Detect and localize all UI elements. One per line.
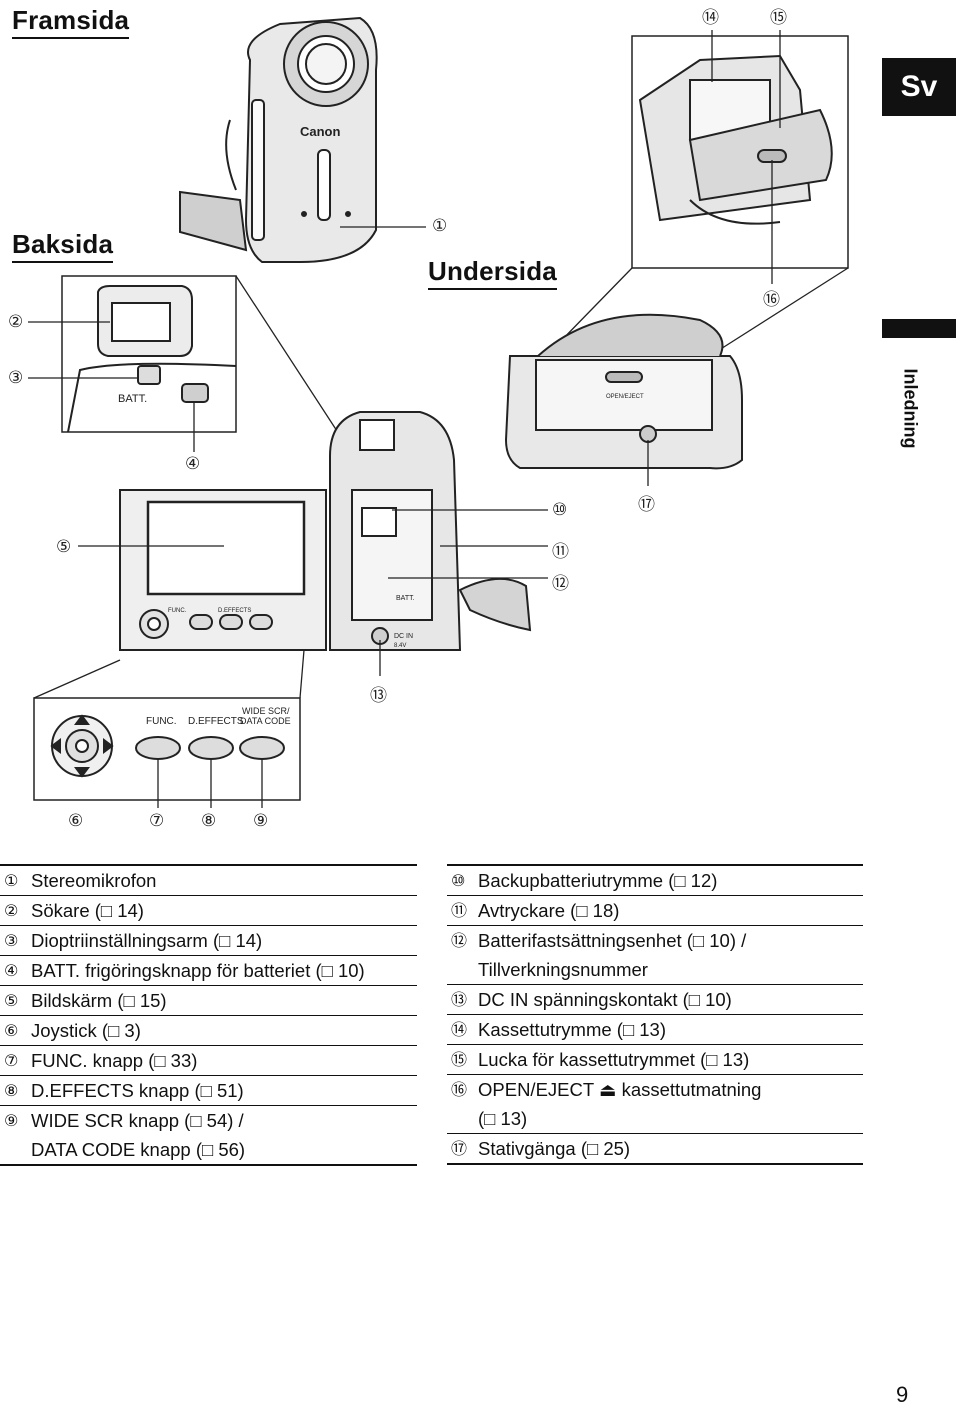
widescr-label-2: DATA CODE [240,716,291,726]
callout-16: ⑯ [763,290,780,310]
canon-logo: Canon [300,124,341,139]
language-tab: Sv [882,58,956,116]
front-view-camera [179,16,378,263]
deffects-label: D.EFFECTS [188,716,244,727]
callout-12: ⑫ [552,574,569,594]
callout-13: ⑬ [370,686,387,706]
callout-9: ⑨ [253,811,269,831]
callout-1: ① [432,216,448,236]
callout-14: ⑭ [702,8,719,28]
callout-17: ⑰ [638,495,655,515]
camcorder-illustrations: Canon BATT. [28,16,849,808]
func-label: FUNC. [146,716,177,727]
callout-2: ② [8,312,24,332]
callout-3: ③ [8,368,24,388]
callout-15: ⑮ [770,8,787,28]
deffects-label-small: D.EFFECTS [218,608,251,614]
batt-label-closeup: BATT. [118,393,147,405]
front-heading: Framsida [12,5,130,39]
back-view-camera [119,411,532,651]
widescr-label-1: WIDE SCR/ [242,706,290,716]
callout-4: ④ [185,454,201,474]
callout-10: ⑩ [552,500,568,520]
legend-item-12-cont: Tillverkningsnummer [447,955,863,985]
page-number: 9 [896,1382,909,1407]
func-label-small: FUNC. [168,608,187,614]
legend-item-9-cont: DATA CODE knapp (□ 56) [0,1135,417,1166]
batt-label-back: BATT. [396,595,415,602]
callout-8: ⑧ [201,811,217,831]
callout-7: ⑦ [149,811,165,831]
dcin-volt-label: 8.4V [394,643,406,649]
callout-11: ⑪ [552,542,569,562]
bottom-view-camera [504,313,743,486]
button-panel-closeup [33,649,305,801]
legend-item-16-cont: (□ 13) [447,1104,863,1134]
viewfinder-closeup [61,275,237,433]
chapter-bar [882,319,956,338]
open-eject-label: OPEN/EJECT [606,394,644,400]
callout-6: ⑥ [68,811,84,831]
callout-5: ⑤ [56,537,72,557]
bottom-heading: Undersida [428,256,557,290]
dcin-label: DC IN [394,633,413,640]
cassette-closeup [555,30,849,353]
back-heading: Baksida [12,229,114,263]
